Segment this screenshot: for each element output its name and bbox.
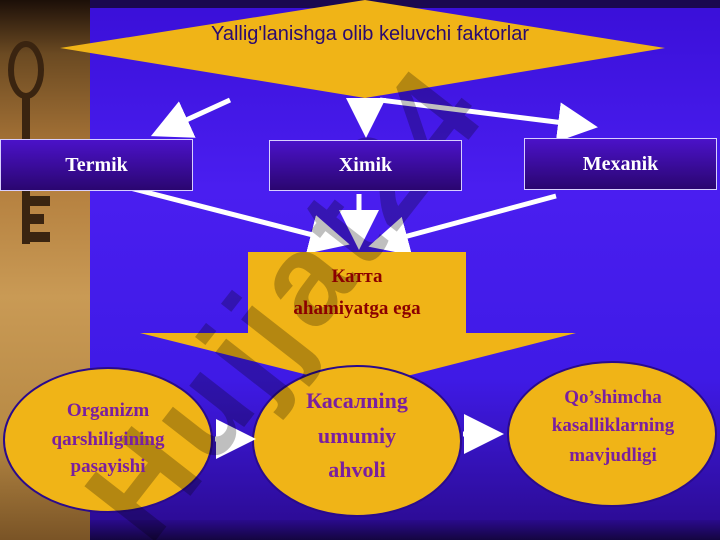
outcome-ellipse-3 <box>507 361 717 507</box>
top-band <box>90 0 720 8</box>
outcome-3-line-1: Qo’shimcha <box>564 387 662 408</box>
arrow-termik-to-center <box>129 185 350 254</box>
center-label-line-2: ahamiyatga ega <box>293 298 421 319</box>
outcome-ellipse-1 <box>3 367 213 513</box>
outcome-1-line-3: pasayishi <box>70 456 146 477</box>
outcome-1-line-1: Organizm <box>66 400 150 421</box>
outcome-2-line-2: umumiy <box>317 423 397 448</box>
outcome-2-line-1: Касалning <box>306 388 408 413</box>
outcome-1-line-2: qarshiligining <box>51 429 165 450</box>
diagram-title: Yallig'lanishga olib keluvchi faktorlar <box>210 23 530 45</box>
outcome-3-line-3: mavjudligi <box>569 445 657 466</box>
factor-box-termik: Termik <box>0 139 193 191</box>
bottom-band <box>90 520 720 540</box>
center-label-line-1: Катта <box>331 266 383 287</box>
outcome-2-line-3: ahvoli <box>328 457 386 482</box>
arrow-to-termik <box>150 97 232 138</box>
factor-box-mexanik: Mexanik <box>524 138 717 190</box>
factor-box-ximik: Ximik <box>269 140 462 191</box>
arrow-mexanik-to-center <box>368 193 557 256</box>
title-diamond <box>60 0 665 98</box>
outcome-3-line-2: kasalliklarning <box>551 415 675 436</box>
center-arrow-shape <box>140 252 576 388</box>
arrow-to-mexanik <box>379 97 598 143</box>
